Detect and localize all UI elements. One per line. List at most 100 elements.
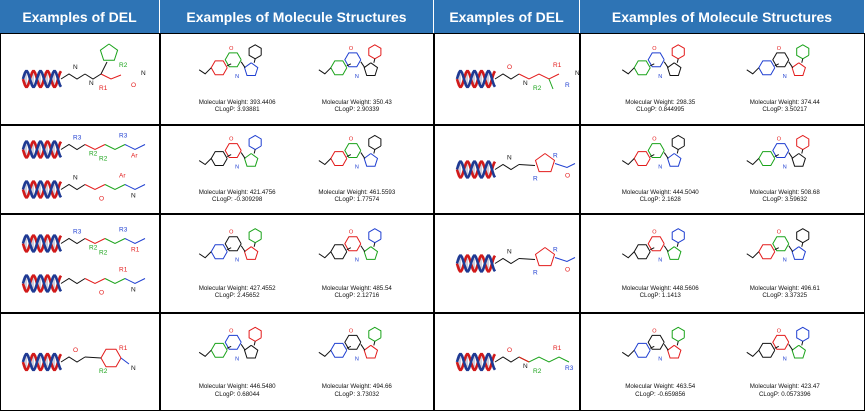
bond-line [253,242,256,247]
bond-line [494,163,520,171]
bond-line [84,356,102,359]
bond-line [226,345,232,349]
ring-shape [248,134,262,151]
molecular-weight: Molecular Weight: 508.68 [749,188,820,196]
del-atom-label: R1 [553,345,562,352]
bond-line [494,73,520,80]
molecular-weight: Molecular Weight: 485.54 [321,284,392,292]
atom-label: O [652,230,657,236]
ring-shape [330,151,348,166]
ring-shape [243,246,259,260]
del-atom-label: O [99,196,104,203]
atom-label: O [229,137,234,143]
ring-shape [667,344,682,359]
molecular-weight: Molecular Weight: 461.5593 [318,188,396,196]
del-atom-label: N [141,70,146,77]
del-atom-label: Ar [119,173,126,180]
bond-line [788,61,794,69]
molecule-structure-1: NO [621,228,685,264]
del-atom-label: O [507,347,512,354]
bond-line [60,277,86,285]
del-atom-label: O [131,82,136,89]
molecule-structure-2: NO [746,228,810,264]
atom-label: N [783,165,787,171]
atom-label: O [349,46,354,52]
del-atom-label: R1 [131,247,140,254]
clogp-value: CLogP: 2.90339 [334,106,380,114]
ring-shape [243,62,259,76]
bond-line [518,356,530,363]
del-atom-label: R2 [89,151,98,158]
ring-shape [363,246,379,260]
column-header-4: Examples of Molecule Structures [580,0,865,33]
bond-line [788,344,794,351]
bond-line [788,245,794,253]
del-atom-label: N [131,193,136,200]
ring-shape [368,44,382,60]
ring-shape [647,236,665,252]
bond-line [84,184,106,191]
bond-line [360,61,366,69]
bond-line [650,154,655,157]
bond-line [774,154,779,157]
del-atom-label: R3 [119,227,128,234]
bond-line [100,73,122,80]
bond-line [774,345,779,349]
molecule-structure-1: NO [621,326,685,362]
bond-line [676,58,679,63]
clogp-value: CLogP: 3.59632 [762,196,808,204]
del-atom-label: R [553,153,558,160]
bond-line [373,149,376,154]
ring-shape [796,44,810,60]
del-atom-label: N [131,287,136,294]
bond-line [253,58,256,63]
ring-shape [772,236,790,252]
atom-label: N [355,356,359,362]
bond-line [60,143,86,151]
molecular-weight: Molecular Weight: 421.4756 [198,188,276,196]
molecular-weight: Molecular Weight: 463.54 [625,383,696,391]
ring-shape [534,153,556,173]
bond-line [621,67,635,75]
bond-line [746,67,760,75]
bond-line [663,61,669,69]
ring-shape [772,334,790,350]
ring-shape [210,151,228,166]
dna-helix-icon [21,180,63,199]
ring-shape [363,62,379,76]
bond-line [60,73,86,80]
ring-shape [99,43,119,61]
column-header-3: Examples of DEL [434,0,580,33]
ring-shape [667,153,682,167]
bond-line [676,149,679,154]
dna-helix-icon [21,69,63,89]
atom-label: O [349,137,354,143]
ring-shape [368,326,382,342]
atom-label: N [235,74,239,80]
atom-label: N [783,258,787,264]
ring-shape [224,52,242,68]
atom-label: O [229,46,234,52]
bond-line [240,61,246,69]
molecular-weight: Molecular Weight: 494.66 [321,383,392,391]
bond-line [100,61,108,75]
bond-line [621,251,635,259]
atom-label: N [355,258,359,264]
bond-line [104,238,126,245]
